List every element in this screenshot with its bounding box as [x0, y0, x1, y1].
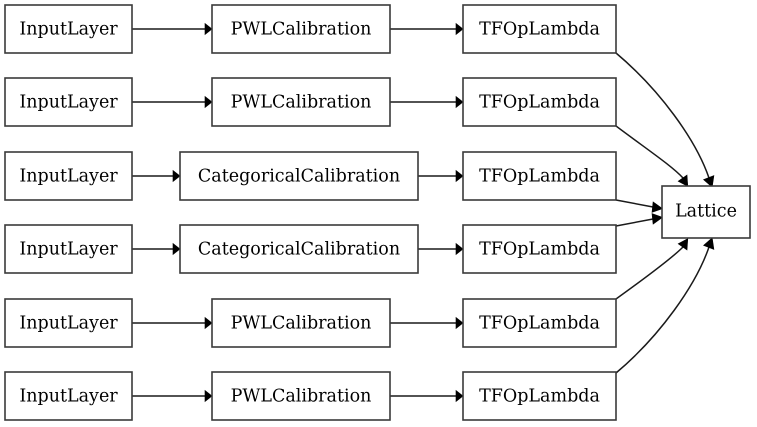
edge-op-to-lattice-4 — [615, 218, 654, 227]
node-box-op-lambda-6 — [462, 371, 617, 421]
arrowhead-input-to-calibration-6 — [204, 389, 213, 403]
node-label-input-layer-2: InputLayer — [19, 93, 118, 113]
arrowhead-calibration-to-op-6 — [455, 389, 464, 403]
arrowhead-op-to-lattice-2 — [677, 174, 689, 187]
node-box-input-layer-3 — [4, 151, 133, 201]
node-label-input-layer-6: InputLayer — [19, 387, 118, 407]
node-box-input-layer-6 — [4, 371, 133, 421]
node-box-op-lambda-1 — [462, 4, 617, 54]
node-box-calibration-5 — [211, 298, 391, 348]
arrowhead-input-to-calibration-2 — [204, 95, 213, 109]
node-label-op-lambda-5: TFOpLambda — [479, 314, 600, 334]
node-op-lambda-3[interactable]: TFOpLambda — [462, 151, 617, 201]
edge-group-op-to-lattice — [615, 52, 715, 374]
node-op-lambda-6[interactable]: TFOpLambda — [462, 371, 617, 421]
node-label-input-layer-5: InputLayer — [19, 314, 118, 334]
edge-op-to-lattice-3 — [615, 199, 654, 208]
edge-group-input-to-calibration — [132, 22, 213, 403]
arrowhead-op-to-lattice-3 — [651, 201, 664, 213]
node-label-op-lambda-6: TFOpLambda — [479, 387, 600, 407]
node-input-layer-4[interactable]: InputLayer — [4, 224, 133, 274]
node-box-lattice — [661, 185, 751, 239]
edge-group-calibration-to-op — [390, 22, 464, 403]
node-box-input-layer-2 — [4, 77, 133, 127]
node-box-input-layer-4 — [4, 224, 133, 274]
arrowhead-input-to-calibration-5 — [204, 316, 213, 330]
arrowhead-calibration-to-op-5 — [455, 316, 464, 330]
node-label-calibration-5: PWLCalibration — [231, 314, 372, 334]
node-op-lambda-1[interactable]: TFOpLambda — [462, 4, 617, 54]
node-label-calibration-2: PWLCalibration — [231, 93, 372, 113]
arrowhead-op-to-lattice-4 — [651, 213, 664, 225]
node-box-op-lambda-2 — [462, 77, 617, 127]
node-input-layer-1[interactable]: InputLayer — [4, 4, 133, 54]
node-calibration-3[interactable]: CategoricalCalibration — [179, 151, 419, 201]
node-label-op-lambda-1: TFOpLambda — [479, 20, 600, 40]
node-box-op-lambda-4 — [462, 224, 617, 274]
node-calibration-4[interactable]: CategoricalCalibration — [179, 224, 419, 274]
edge-op-to-lattice-2 — [615, 125, 684, 179]
node-box-calibration-1 — [211, 4, 391, 54]
node-op-lambda-4[interactable]: TFOpLambda — [462, 224, 617, 274]
node-box-op-lambda-5 — [462, 298, 617, 348]
node-label-lattice: Lattice — [675, 202, 737, 222]
node-box-calibration-3 — [179, 151, 419, 201]
node-box-calibration-4 — [179, 224, 419, 274]
node-label-calibration-1: PWLCalibration — [231, 20, 372, 40]
node-input-layer-6[interactable]: InputLayer — [4, 371, 133, 421]
arrowhead-op-to-lattice-5 — [677, 238, 689, 251]
edge-op-to-lattice-5 — [615, 246, 684, 300]
node-input-layer-3[interactable]: InputLayer — [4, 151, 133, 201]
node-label-op-lambda-4: TFOpLambda — [479, 240, 600, 260]
arrowhead-calibration-to-op-3 — [455, 169, 464, 183]
arrowhead-calibration-to-op-4 — [455, 242, 464, 256]
node-calibration-1[interactable]: PWLCalibration — [211, 4, 391, 54]
node-box-op-lambda-3 — [462, 151, 617, 201]
edge-op-to-lattice-6 — [615, 246, 710, 374]
node-label-op-lambda-3: TFOpLambda — [479, 167, 600, 187]
node-label-input-layer-3: InputLayer — [19, 167, 118, 187]
node-label-input-layer-1: InputLayer — [19, 20, 118, 40]
node-input-layer-5[interactable]: InputLayer — [4, 298, 133, 348]
node-calibration-2[interactable]: PWLCalibration — [211, 77, 391, 127]
arrowhead-calibration-to-op-2 — [455, 95, 464, 109]
arrowhead-calibration-to-op-1 — [455, 22, 464, 36]
arrowhead-op-to-lattice-6 — [703, 237, 715, 250]
node-label-calibration-3: CategoricalCalibration — [198, 167, 400, 187]
node-label-input-layer-4: InputLayer — [19, 240, 118, 260]
node-label-calibration-6: PWLCalibration — [231, 387, 372, 407]
node-op-lambda-5[interactable]: TFOpLambda — [462, 298, 617, 348]
arrowhead-op-to-lattice-1 — [703, 175, 715, 188]
node-op-lambda-2[interactable]: TFOpLambda — [462, 77, 617, 127]
arrowhead-input-to-calibration-3 — [172, 169, 181, 183]
node-label-op-lambda-2: TFOpLambda — [479, 93, 600, 113]
edge-op-to-lattice-1 — [615, 52, 710, 179]
node-box-calibration-2 — [211, 77, 391, 127]
node-box-calibration-6 — [211, 371, 391, 421]
node-box-input-layer-1 — [4, 4, 133, 54]
arrowhead-input-to-calibration-1 — [204, 22, 213, 36]
node-calibration-6[interactable]: PWLCalibration — [211, 371, 391, 421]
node-calibration-5[interactable]: PWLCalibration — [211, 298, 391, 348]
node-box-input-layer-5 — [4, 298, 133, 348]
node-input-layer-2[interactable]: InputLayer — [4, 77, 133, 127]
node-label-calibration-4: CategoricalCalibration — [198, 240, 400, 260]
arrowhead-input-to-calibration-4 — [172, 242, 181, 256]
node-lattice[interactable]: Lattice — [661, 185, 751, 239]
